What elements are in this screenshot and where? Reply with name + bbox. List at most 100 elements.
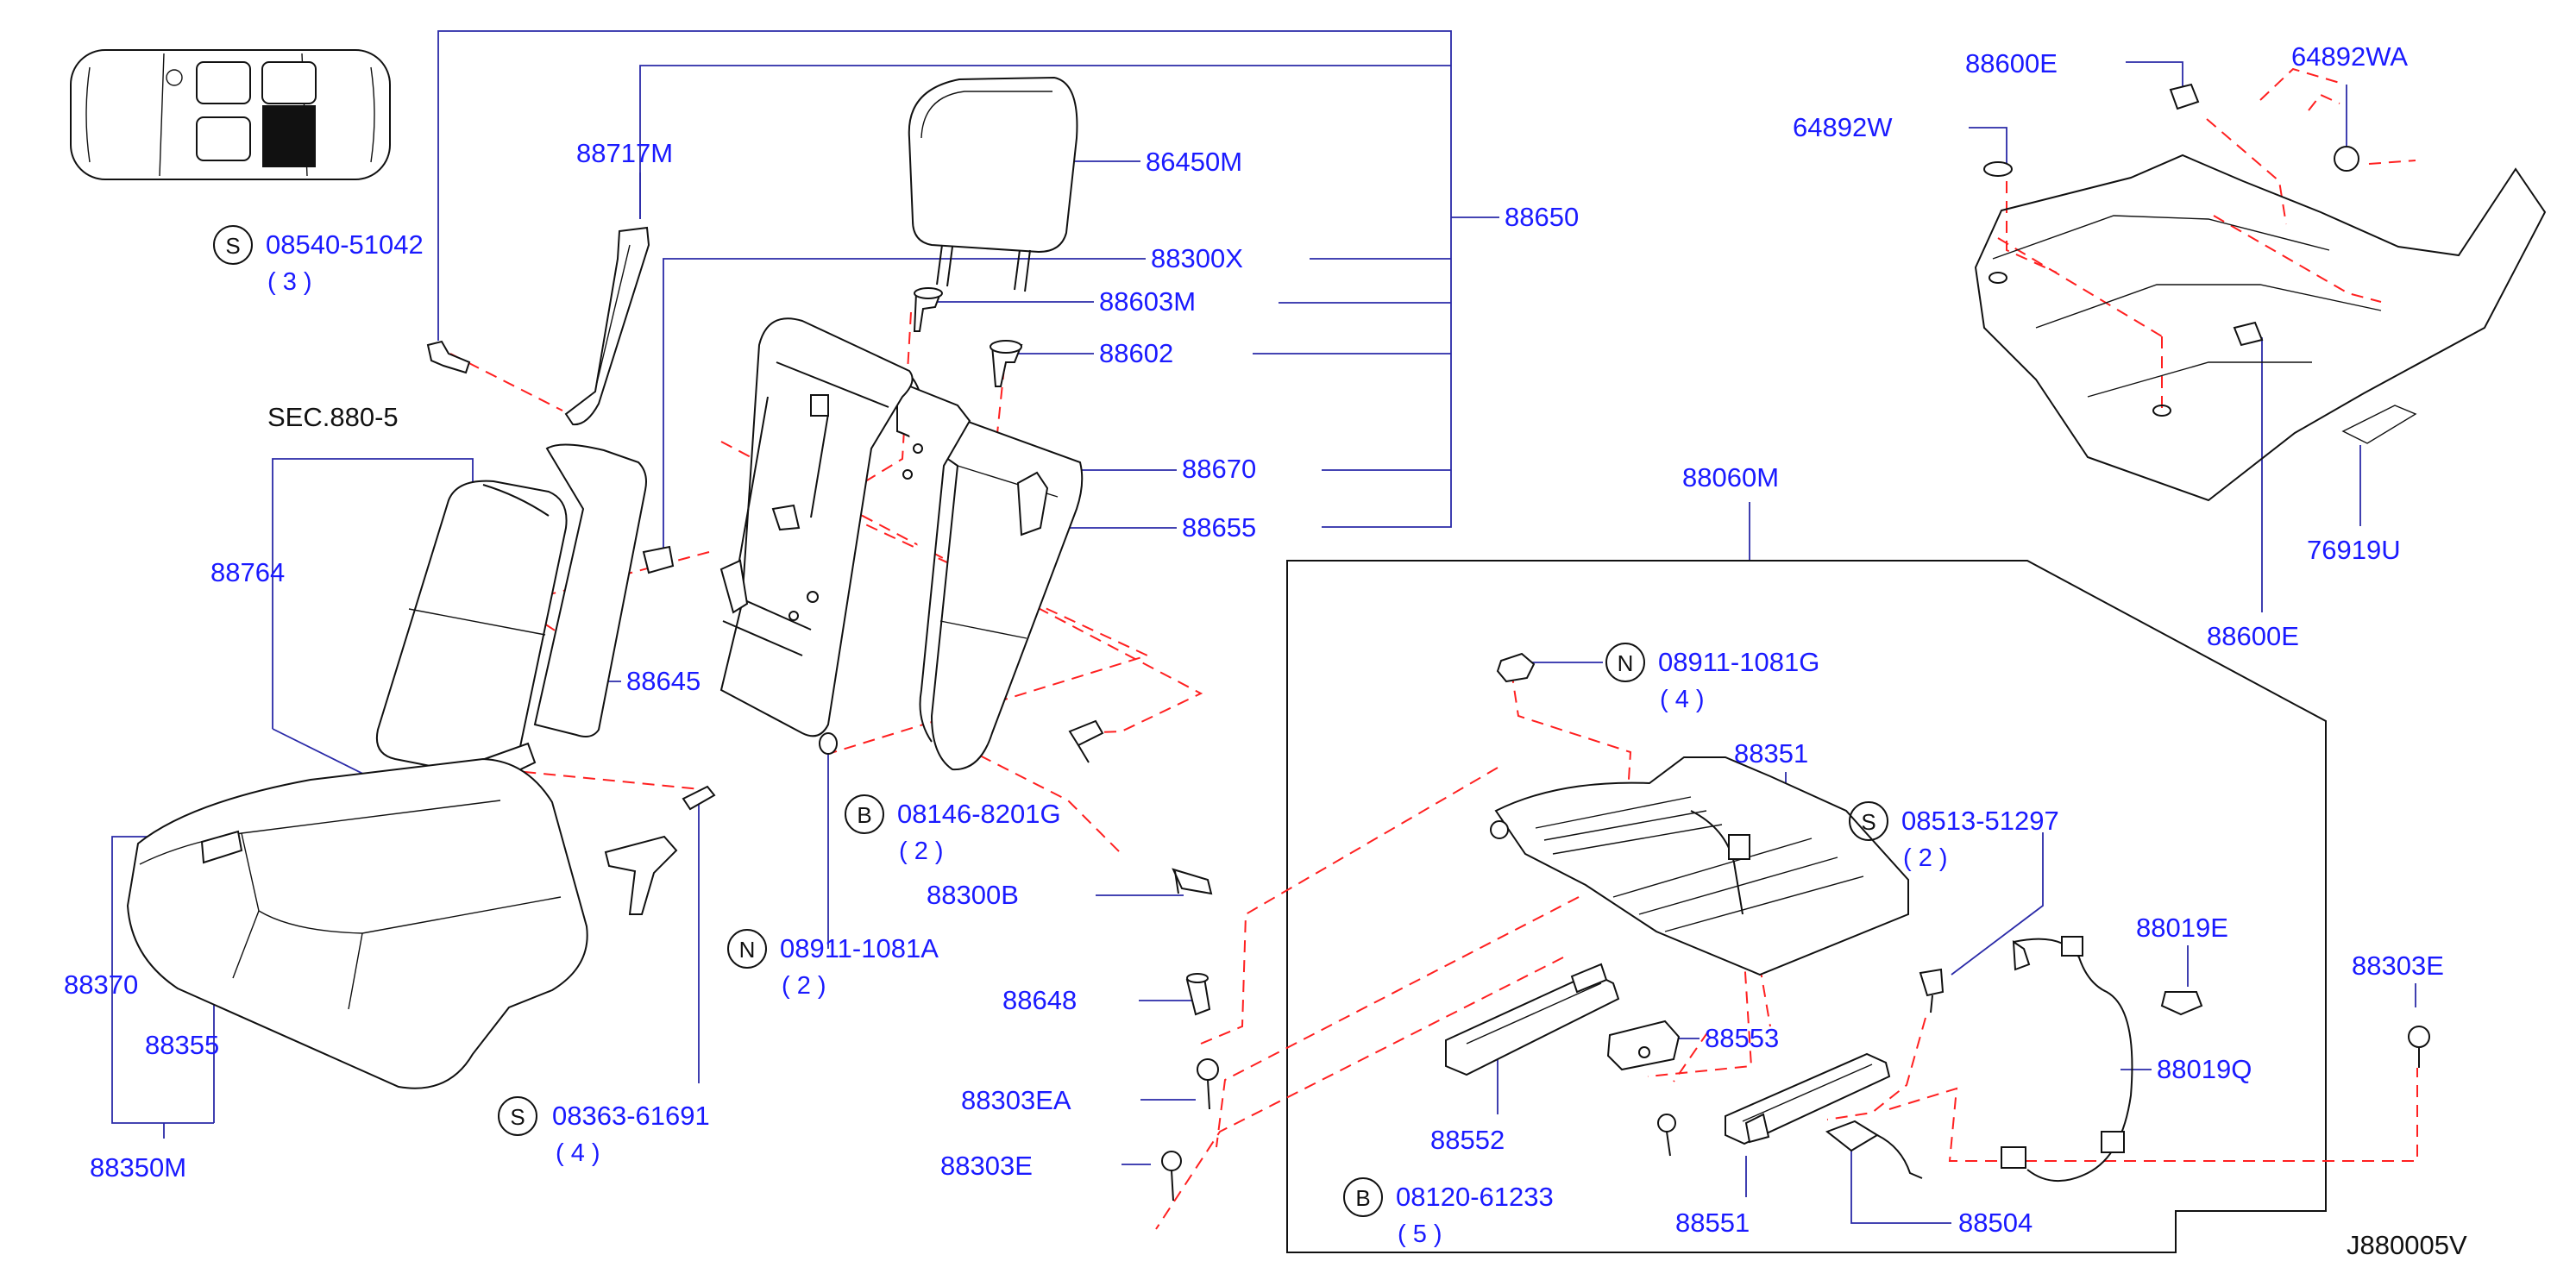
fastener-type-badge (845, 794, 884, 834)
fastener-callout: N 08911-1081G ( 4 ) (1605, 643, 1819, 713)
fastener-callout: B 08146-8201G ( 2 ) (845, 794, 1061, 865)
seat-back-pad-88764 (376, 480, 568, 787)
fastener-type-letter: S (225, 233, 240, 259)
label-88551: 88551 (1675, 1208, 1750, 1238)
seat-rail-88552 (1445, 963, 1620, 1076)
fastener-qty: ( 2 ) (1903, 844, 1948, 872)
label-88504: 88504 (1958, 1208, 2033, 1238)
fastener-qty: ( 5 ) (1398, 1220, 1442, 1248)
fastener-type-letter: N (1618, 650, 1634, 676)
label-88019q: 88019Q (2157, 1054, 2252, 1084)
bolt-88303e-left (1161, 1151, 1182, 1202)
label-88370: 88370 (64, 969, 138, 1000)
label-88351: 88351 (1734, 738, 1808, 769)
fastener-callout: S 08513-51297 ( 2 ) (1849, 801, 2059, 872)
fastener-type-badge (498, 1096, 537, 1136)
vehicle-locator-icon (70, 49, 391, 180)
clip-88600e-top (2169, 83, 2200, 110)
label-64892wa: 64892WA (2291, 41, 2408, 72)
label-88552: 88552 (1430, 1125, 1505, 1155)
seat-frame-88351 (1490, 756, 1909, 976)
fastener-type-letter: B (1355, 1185, 1370, 1211)
bolt-08540-51042 (426, 340, 471, 374)
label-88764: 88764 (210, 557, 285, 587)
label-88655: 88655 (1182, 512, 1256, 543)
clip-88648 (1185, 973, 1211, 1016)
labels: 88717M 86450M 88650 88300X 88603M 88602 … (64, 41, 2467, 1260)
fastener-type-letter: S (1861, 809, 1875, 835)
label-86450m: 86450M (1146, 147, 1242, 177)
latch-88764 (604, 835, 678, 915)
fastener-type-letter: S (510, 1104, 525, 1130)
label-88600e-bottom: 88600E (2207, 621, 2299, 651)
fastener-type-badge (213, 225, 253, 265)
fastener-qty: ( 4 ) (1660, 686, 1705, 713)
seat-rail-88551 (1725, 1052, 1891, 1145)
bolt-08146-8201g (1068, 719, 1104, 763)
side-trim-88645 (533, 443, 647, 737)
seat-back-cover-88655 (896, 367, 1084, 771)
fastener-callout: N 08911-1081A ( 2 ) (727, 929, 939, 1000)
label-64892w: 64892W (1793, 112, 1893, 142)
label-88650: 88650 (1505, 202, 1579, 232)
fastener-qty: ( 4 ) (556, 1139, 600, 1167)
fastener-number: 08911-1081G (1658, 647, 1819, 677)
label-88350m: 88350M (90, 1152, 186, 1183)
diagram-code: J880005V (2347, 1230, 2467, 1260)
label-88303ea: 88303EA (961, 1085, 1071, 1115)
fastener-number: 08120-61233 (1396, 1182, 1554, 1212)
fastener-number: 08540-51042 (266, 229, 424, 260)
label-88019e: 88019E (2136, 913, 2228, 943)
fastener-callout: S 08540-51042 ( 3 ) (213, 225, 424, 296)
motor-88553 (1606, 1020, 1681, 1071)
nut-08911-1081g (1496, 652, 1536, 683)
seat-cushion-88350m (126, 757, 588, 1089)
fastener-type-letter: N (739, 937, 756, 963)
fastener-callout: B 08120-61233 ( 5 ) (1343, 1177, 1554, 1248)
label-88303e-left: 88303E (940, 1151, 1033, 1181)
clip-88019e (2160, 991, 2203, 1016)
label-section-ref: SEC.880-5 (267, 402, 399, 432)
switch-88504 (1825, 1120, 1923, 1179)
fastener-type-badge (727, 929, 767, 969)
bolt-08120-61233 (1657, 1114, 1676, 1157)
fastener-number: 08513-51297 (1901, 806, 2059, 836)
dashed-guide-lines (449, 67, 2418, 1230)
fastener-qty: ( 2 ) (782, 972, 826, 1000)
floor-panel (1974, 146, 2547, 502)
clip-88600e-bottom (2233, 321, 2264, 347)
label-88060m: 88060M (1682, 462, 1779, 493)
fastener-type-letter: B (857, 802, 871, 828)
label-88553: 88553 (1705, 1023, 1779, 1053)
bolt-88303e-right (2408, 1026, 2430, 1068)
fastener-type-badge (1343, 1177, 1383, 1217)
label-88300x: 88300X (1151, 243, 1243, 273)
fastener-callouts: S 08540-51042 ( 3 ) B 08146-8201G ( 2 ) … (213, 225, 2059, 1248)
bolt-88303ea (1197, 1058, 1219, 1110)
screw-08513-51297 (1919, 968, 1945, 1013)
label-88600e-top: 88600E (1965, 48, 2058, 78)
seat-track-assembly-frame (1286, 560, 2327, 1253)
label-88603m: 88603M (1099, 286, 1196, 317)
fastener-number: 08911-1081A (780, 933, 939, 963)
label-88300b: 88300B (927, 880, 1019, 910)
fastener-type-badge (1605, 643, 1645, 682)
headrest-86450m (908, 76, 1078, 292)
fastener-qty: ( 2 ) (899, 838, 944, 865)
clip-88300x (642, 545, 675, 574)
nut-08911-1081a (819, 732, 838, 755)
label-88303e-right: 88303E (2352, 951, 2444, 981)
fastener-number: 08363-61691 (552, 1101, 710, 1131)
label-88602: 88602 (1099, 338, 1173, 368)
label-88355: 88355 (145, 1030, 219, 1060)
label-76919u: 76919U (2307, 535, 2401, 565)
fastener-qty: ( 3 ) (267, 268, 312, 296)
seat-back-frame-88300x (719, 317, 923, 737)
bolt-08363-61691 (682, 785, 716, 811)
label-88670: 88670 (1182, 454, 1256, 484)
hinge-88300b (1172, 868, 1213, 895)
label-88648: 88648 (1002, 985, 1077, 1015)
label-88717m: 88717M (576, 138, 673, 168)
headrest-guide-88603m (913, 287, 943, 332)
